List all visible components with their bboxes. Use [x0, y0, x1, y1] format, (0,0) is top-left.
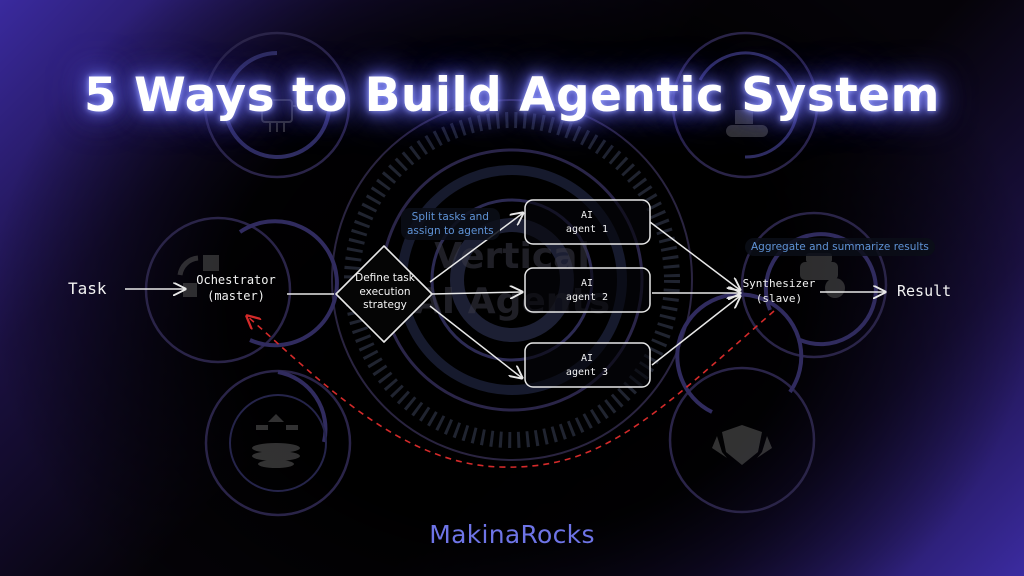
chip-icon [255, 99, 299, 132]
arrow-agent-1-to-synthesizer [649, 221, 740, 290]
orchestrator-label: Ochestrator [196, 273, 275, 287]
arrow-to-agent-2 [431, 292, 522, 294]
shield-star-icon [712, 425, 772, 465]
arrow-to-agent-1 [429, 213, 523, 283]
agent-1-name: agent 1 [566, 224, 608, 235]
arrow-to-agent-3 [429, 305, 522, 378]
page-title: 5 Ways to Build Agentic System [83, 68, 941, 123]
ring-bottom-right [668, 292, 816, 514]
agent-2-name: agent 2 [566, 292, 608, 303]
agent-3-label: AI [581, 353, 593, 364]
task-node: Task [68, 279, 107, 298]
agent-2-label: AI [581, 278, 593, 289]
split-note-line-1: Split tasks and [411, 211, 489, 223]
brand-logo: MakinaRocks [429, 520, 595, 549]
conveyor-icon [726, 110, 768, 137]
ring-top-right [671, 31, 819, 179]
ring-mid-left [144, 216, 339, 364]
ring-bottom-left [204, 369, 352, 517]
strategy-line-1: Define task [355, 272, 415, 284]
strategy-line-2: execution [359, 285, 411, 298]
split-note-line-2: assign to agents [407, 225, 494, 237]
strategy-diamond [335, 245, 433, 343]
agent-3-name: agent 3 [566, 367, 608, 378]
orchestrator-role: (master) [207, 289, 265, 303]
cycle-cubes-icon [177, 255, 219, 297]
aggregate-note: Aggregate and summarize results [745, 238, 935, 256]
agent-1-label: AI [581, 210, 593, 221]
strategy-line-3: strategy [363, 299, 407, 311]
synthesizer-role: (slave) [756, 292, 802, 305]
agent-box-2: AI agent 2 [524, 267, 651, 313]
synthesizer-label: Synthesizer [743, 277, 816, 290]
feedback-loop-arrow [247, 310, 775, 468]
split-tasks-note: Split tasks and assign to agents [401, 208, 500, 240]
agent-box-1: AI agent 1 [524, 199, 651, 245]
routing-coins-icon [252, 414, 300, 468]
arrow-agent-3-to-synthesizer [651, 296, 740, 366]
ring-top-left [203, 31, 351, 179]
strategy-label: Define task execution strategy [335, 272, 435, 313]
agent-box-3: AI agent 3 [524, 342, 651, 388]
result-node: Result [897, 282, 951, 300]
